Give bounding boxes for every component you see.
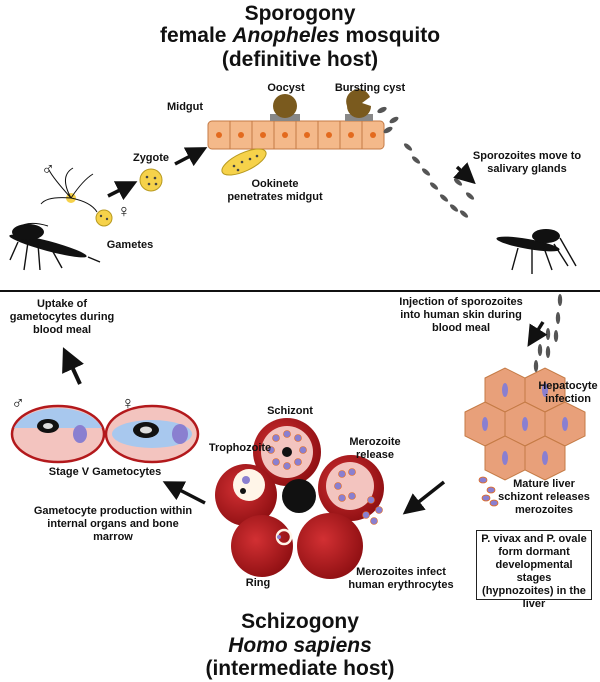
gametocyte-production-label: Gametocyte production within internal or… (33, 505, 193, 543)
ookinete-label: Ookinete penetrates midgut (227, 178, 323, 203)
male-symbol-icon: ♂ (11, 393, 25, 413)
sporogony-host-suffix: mosquito (345, 24, 441, 47)
zygote (139, 168, 163, 192)
sporozoites-move-label: Sporozoites move to salivary glands (472, 150, 582, 175)
sporogony-host: female Anopheles mosquito (120, 24, 480, 48)
schizogony-host-role: (intermediate host) (205, 657, 395, 680)
oocyst-label: Oocyst (267, 82, 305, 94)
dormant-note: P. vivax and P. ovale form dormant devel… (481, 533, 587, 610)
hepatocyte-nuclei (482, 383, 568, 465)
female-gametocyte (104, 404, 200, 464)
arrow-icon (62, 347, 84, 385)
hepatocyte-label: Hepatocyte infection (538, 380, 598, 405)
mosquito-icon (9, 222, 101, 271)
oocyst (270, 94, 300, 121)
merozoite-release-label: Merozoite release (349, 436, 401, 461)
arrow-icon (162, 481, 206, 505)
erythrocytes (215, 418, 384, 579)
bursting-cyst (345, 89, 399, 134)
sporogony-host-genus: Anopheles (232, 24, 340, 47)
arrow-icon (402, 480, 446, 515)
dormant-note-box (476, 530, 592, 600)
uptake-label: Uptake of gametocytes during blood meal (9, 298, 115, 336)
gametes-label: Gametes (106, 239, 154, 251)
schizogony-host: Homo sapiens (228, 634, 372, 657)
hemozoin-cell (282, 479, 316, 513)
mosquito-icon (496, 229, 577, 274)
female-symbol-icon: ♀ (117, 201, 131, 221)
mature-liver-label: Mature liver schizont releases merozoite… (498, 478, 590, 516)
merozoites-infect-label: Merozoites infect human erythrocytes (348, 566, 454, 591)
arrow-icon (174, 147, 208, 167)
gametes (40, 167, 113, 227)
trophozoite-label: Trophozoite (208, 442, 272, 454)
ring-cell (231, 515, 293, 577)
sporogony-host-role: (definitive host) (221, 48, 379, 71)
ring-label: Ring (245, 577, 271, 589)
stage-v-label: Stage V Gametocytes (48, 466, 162, 478)
zygote-label: Zygote (132, 152, 170, 164)
sporogony-title: Sporogony (244, 2, 356, 25)
female-symbol-icon: ♀ (121, 393, 135, 413)
infected-cell (297, 513, 363, 579)
released-merozoites (478, 476, 499, 507)
schizogony-title: Schizogony (241, 610, 359, 633)
bursting-cyst-label: Bursting cyst (334, 82, 406, 94)
midgut-cells (207, 120, 385, 150)
ookinete (221, 148, 267, 176)
male-gametocyte (10, 404, 106, 464)
male-symbol-icon: ♂ (41, 159, 55, 179)
schizont-label: Schizont (267, 405, 313, 417)
sporogony-host-prefix: female (159, 24, 227, 47)
injection-label: Injection of sporozoites into human skin… (399, 296, 523, 334)
arrow-icon (107, 181, 138, 201)
arrow-icon (453, 162, 476, 185)
sporozoites-trail (403, 143, 475, 218)
midgut-label: Midgut (166, 101, 204, 113)
arrow-icon (527, 321, 548, 347)
